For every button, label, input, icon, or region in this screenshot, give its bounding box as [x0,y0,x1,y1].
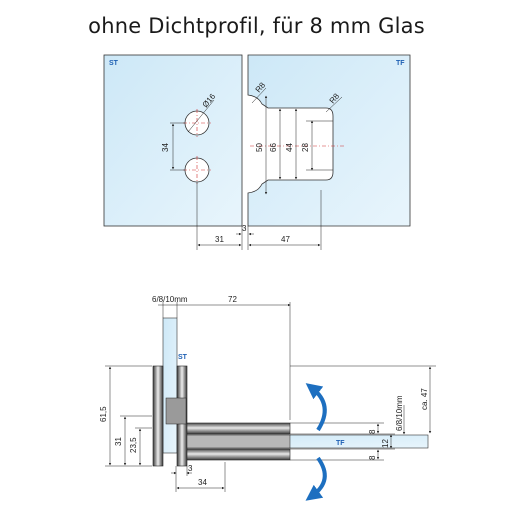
dim-28: 28 [301,143,310,152]
dim-3-top: 3 [242,224,247,233]
dim-12: 12 [381,439,390,448]
label-st-top: ST [109,60,119,67]
dim-glass-thickness-side: 6/8/10mm [395,395,404,431]
rotation-arrow-up-icon [305,383,327,432]
page-title: ohne Dichtprofil, für 8 mm Glas [88,14,425,38]
label-st-side: ST [178,354,188,361]
dim-44: 44 [285,143,294,152]
dim-50: 50 [255,143,264,152]
dim-31-top: 31 [215,235,224,244]
dim-8-lower: 8 [368,455,377,460]
clamp-plate-outer [152,365,164,467]
dim-47-top: 47 [281,235,290,244]
label-tf-side: TF [336,440,345,447]
label-tf-top: TF [396,60,405,67]
dim-72: 72 [228,295,237,304]
clamp-plate-bottom [186,448,291,461]
dim-66: 66 [269,143,278,152]
dim-3-side: 3 [188,464,193,473]
dim-glass-thickness-top: 6/8/10mm [152,295,188,304]
glass-vertical [162,317,178,454]
dim-61-5: 61,5 [99,406,108,422]
hole-lower [184,157,210,183]
dim-34-side: 34 [198,478,207,487]
clamp-core [186,434,291,449]
rotation-arrow-down-icon [305,456,327,501]
dim-8-upper: 8 [368,429,377,434]
dim-31-side: 31 [114,437,123,446]
glass-panel-tf [247,54,411,227]
clamp-plate-top [186,422,291,435]
clamp-block [165,397,187,425]
dim-ca-47: ca. 47 [420,388,429,410]
dim-23-5: 23,5 [129,437,138,453]
dim-34: 34 [161,143,170,152]
